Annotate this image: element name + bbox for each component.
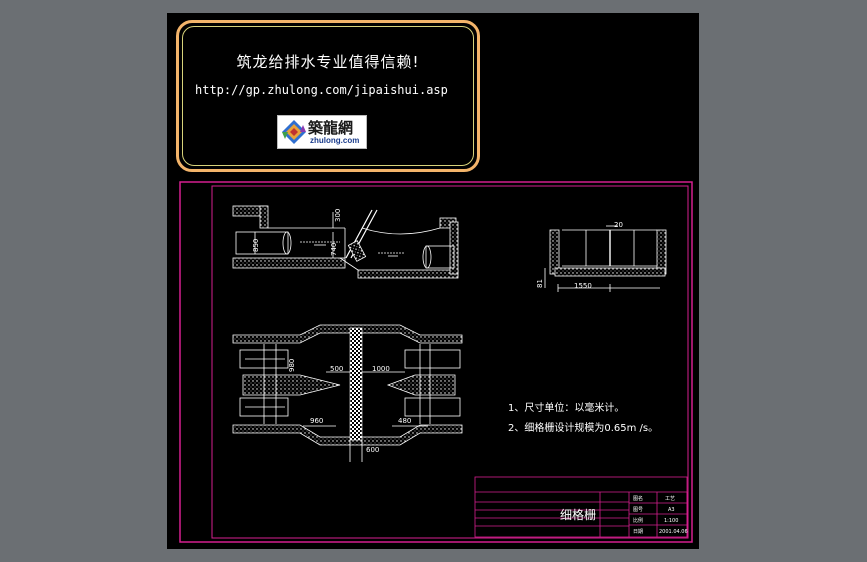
dim-1000: 1000 bbox=[372, 365, 390, 373]
dim-600: 600 bbox=[366, 446, 379, 454]
tb-value-1: 工艺 bbox=[665, 496, 675, 502]
dim-500: 500 bbox=[330, 365, 343, 373]
dim-81: 81 bbox=[536, 279, 544, 288]
note-line-2: 2、细格栅设计规模为0.65m /s。 bbox=[508, 421, 658, 434]
section-view bbox=[232, 205, 459, 279]
tb-value-3: 1:100 bbox=[664, 518, 678, 524]
logo-mark-icon bbox=[282, 120, 306, 144]
tb-label-1: 图名 bbox=[633, 495, 643, 502]
banner-slogan: 筑龙给排水专业值得信赖! bbox=[236, 53, 420, 71]
promo-banner: 筑龙给排水专业值得信赖! http://gp.zhulong.com/jipai… bbox=[176, 20, 480, 172]
dim-980: 980 bbox=[288, 359, 296, 372]
dim-300: 300 bbox=[334, 209, 342, 222]
dim-480: 480 bbox=[398, 417, 411, 425]
title-block-title: 细格栅 bbox=[560, 507, 596, 522]
zhulong-logo: 築龍網 zhulong.com bbox=[277, 115, 367, 149]
tb-value-4: 2001.04.06 bbox=[659, 529, 688, 535]
logo-subtitle-text: zhulong.com bbox=[310, 136, 360, 145]
title-block bbox=[474, 476, 688, 538]
plan-view bbox=[232, 324, 463, 462]
dim-960: 960 bbox=[310, 417, 323, 425]
tb-label-4: 日期 bbox=[633, 529, 643, 535]
tb-label-2: 图号 bbox=[633, 507, 643, 513]
tb-value-2: A3 bbox=[668, 507, 675, 513]
dim-20: 20 bbox=[614, 221, 623, 229]
dim-850: 850 bbox=[252, 239, 260, 252]
outer-frame bbox=[179, 181, 693, 543]
grate-detail bbox=[544, 225, 667, 292]
dim-740: 740 bbox=[330, 243, 338, 256]
banner-url-link[interactable]: http://gp.zhulong.com/jipaishui.asp bbox=[195, 83, 448, 97]
grate-bar-screen bbox=[349, 327, 363, 441]
inner-frame bbox=[211, 185, 689, 539]
note-line-1: 1、尺寸单位：以毫米计。 bbox=[508, 401, 624, 414]
banner-inner-border bbox=[182, 26, 474, 166]
dim-1550: 1550 bbox=[574, 282, 592, 290]
tb-label-3: 比例 bbox=[633, 517, 643, 524]
logo-title-text: 築龍網 bbox=[308, 119, 354, 137]
